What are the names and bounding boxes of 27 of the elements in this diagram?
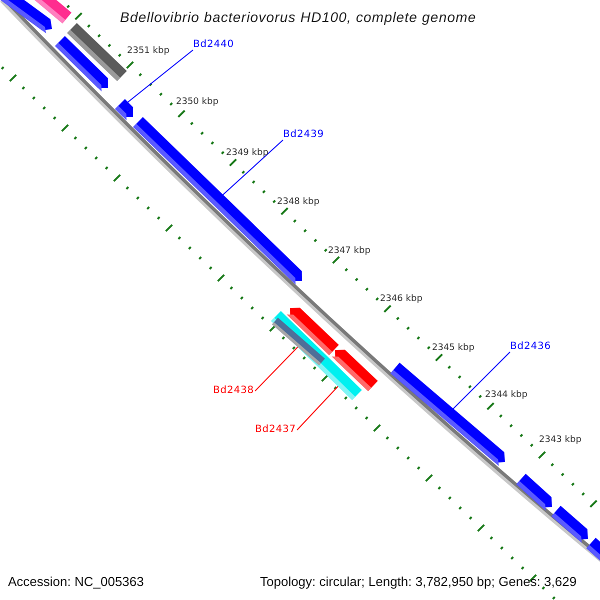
scale-label: 2346 kbp [380, 295, 422, 304]
genome-stats-text: Topology: circular; Length: 3,782,950 bp; Genes: 3,629 [260, 575, 577, 588]
gene-label: Bd2437 [255, 425, 296, 435]
scale-label: 2345 kbp [432, 344, 474, 353]
accession-text: Accession: NC_005363 [8, 575, 144, 588]
gene-label: Bd2439 [283, 130, 324, 140]
scale-label: 2344 kbp [485, 391, 528, 400]
leader-line [452, 352, 510, 410]
gene-feature [516, 474, 552, 511]
scale-label: 2343 kbp [539, 436, 582, 445]
scale-label: 2351 kbp [127, 47, 170, 56]
leader-line [222, 140, 284, 196]
gene-feature [115, 99, 133, 120]
gene-label: Bd2438 [213, 386, 254, 396]
leader-line [254, 346, 299, 392]
scale-label: 2349 kbp [226, 149, 268, 158]
scale-label: 2350 kbp [176, 98, 218, 107]
gene-label: Bd2436 [510, 342, 552, 352]
gene-feature [0, 0, 52, 34]
gene-feature [551, 506, 588, 543]
scale-label: 2347 kbp [328, 247, 370, 256]
leader-line [126, 50, 194, 103]
title: Bdellovibrio bacteriovorus HD100, complete genome [120, 10, 476, 24]
gene-label: Bd2440 [193, 40, 234, 50]
leader-line [296, 386, 339, 430]
scale-label: 2348 kbp [277, 198, 320, 207]
gene-feature [67, 22, 127, 82]
